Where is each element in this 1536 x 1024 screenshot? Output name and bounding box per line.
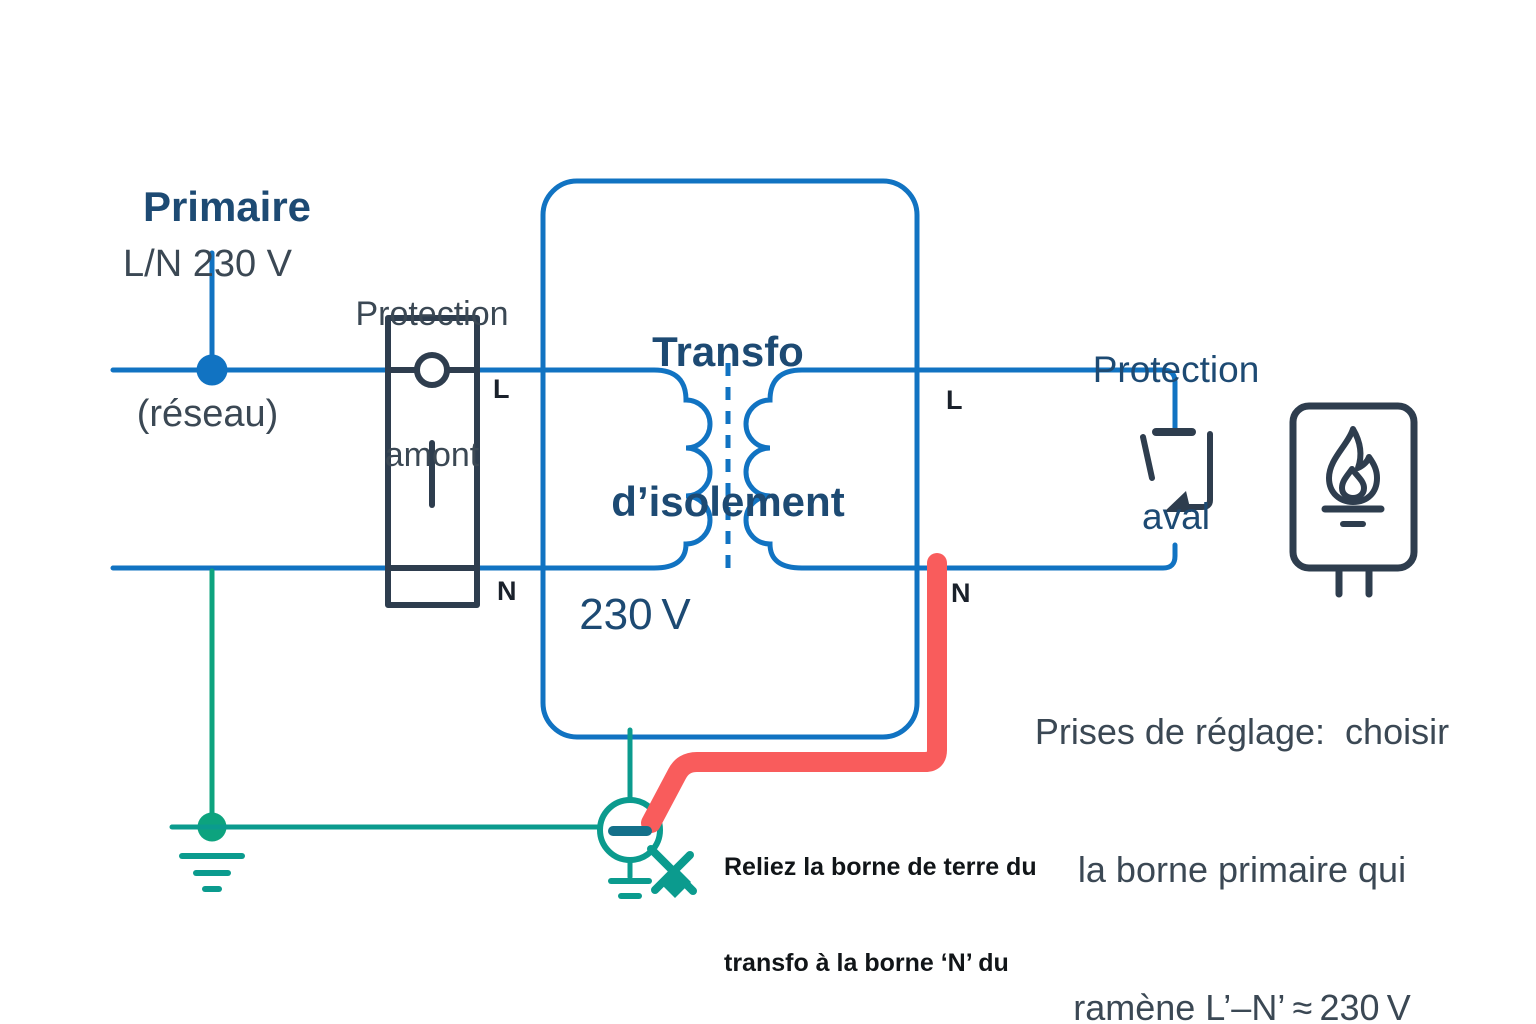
switch-blade <box>1140 434 1155 481</box>
ground-icon <box>179 853 245 892</box>
primaire-network: (réseau) <box>136 393 279 435</box>
prises-reglage-note: Prises de réglage: choisir la borne prim… <box>1034 711 1450 1024</box>
primaire-title: Primaire <box>142 183 312 230</box>
junction-dot-blue <box>196 354 228 386</box>
boiler-body <box>1289 402 1418 572</box>
secondary-live-wire <box>799 367 1178 431</box>
ground-icon-small <box>608 878 652 899</box>
primaire-heading: Primaire <box>122 82 332 332</box>
protection-amont-label: Protection amont <box>355 295 509 474</box>
secondary-voltage-label: 230 V <box>579 590 691 639</box>
terminal-label-l-secondary: L <box>946 385 963 415</box>
transfo-earth-terminal <box>597 727 697 899</box>
transfo-heading: Transfo d’isolement <box>611 328 845 525</box>
boiler-icon <box>1289 402 1418 598</box>
secondary-winding-coil <box>743 367 805 571</box>
secondary-neutral-wire <box>799 542 1178 571</box>
primaire-voltage: L/N 230 V <box>123 243 292 285</box>
fuse-icon <box>414 352 450 388</box>
bonding-instruction-note: Reliez la borne de terre du transfo à la… <box>724 853 1037 977</box>
terminal-label-n-secondary: N <box>951 578 971 608</box>
primary-earth-wire <box>169 568 603 892</box>
terminal-label-l-primary: L <box>493 374 510 404</box>
primary-winding-coil <box>110 367 713 571</box>
protection-aval-label: Protection aval <box>1092 349 1260 537</box>
bond-wire-red-highlight <box>641 553 947 833</box>
primaire-subtitle: L/N 230 V (réseau) <box>85 139 330 539</box>
broken-bond-cross-icon <box>647 845 697 898</box>
switch-actuator-wire <box>1184 431 1213 510</box>
terminal-label-n-primary: N <box>497 576 517 606</box>
primary-circuit-wire <box>110 250 713 571</box>
switch-arrow-head <box>1164 491 1191 512</box>
secondary-circuit-wire <box>743 367 1178 571</box>
flame-icon <box>1326 426 1380 505</box>
upstream-protection-device <box>385 315 480 608</box>
downstream-breaker-switch <box>1140 428 1213 512</box>
